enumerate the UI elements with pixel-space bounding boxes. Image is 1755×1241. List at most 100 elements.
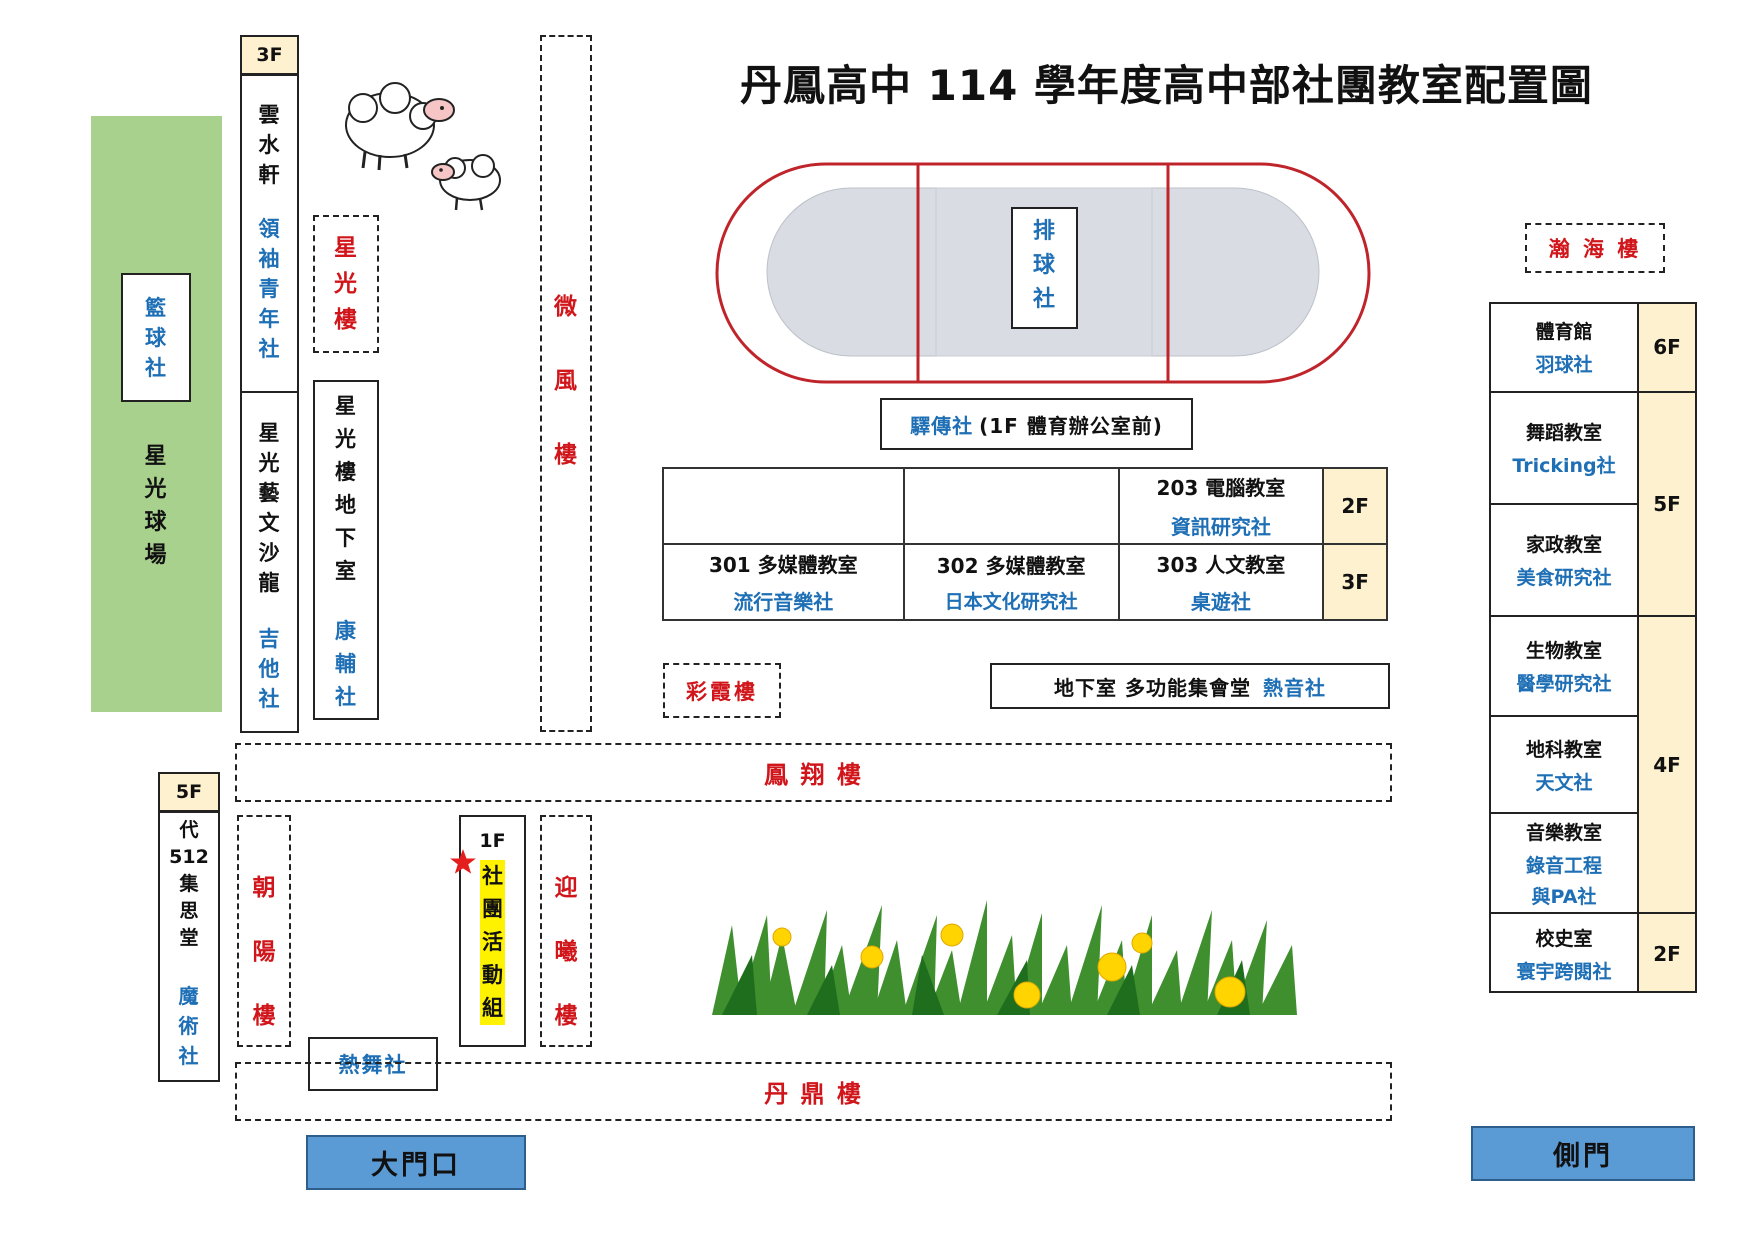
pop-music-club-label: 流行音樂社 xyxy=(733,590,834,614)
dai512-char: 堂 xyxy=(179,927,199,949)
large-sheep-icon xyxy=(345,82,455,171)
yingxi-building-char: 樓 xyxy=(554,1003,578,1029)
dai512-char: 代 xyxy=(179,819,199,841)
room-302-cell: 302 多媒體教室 日本文化研究社 xyxy=(902,543,1120,621)
xingguang-art-salon-char: 藝 xyxy=(258,481,281,505)
volleyball-club-char: 排 xyxy=(1032,219,1056,244)
empty-cell xyxy=(662,467,905,545)
location-star-icon xyxy=(450,849,476,874)
hanhai-room-label: 地科教室 xyxy=(1525,738,1602,761)
board-game-club-label: 桌遊社 xyxy=(1190,590,1251,614)
leadership-youth-club-char: 社 xyxy=(258,337,281,361)
volleyball-club-char: 社 xyxy=(1032,287,1056,312)
xingguang-basement-label: 星光樓地下室 xyxy=(313,390,379,588)
leadership-youth-club-char: 領 xyxy=(258,217,281,241)
relay-club-label: 驛傳社 xyxy=(910,413,974,438)
xingguang-building xyxy=(313,215,379,353)
activity-office-char: 社 xyxy=(482,864,503,888)
guitar-club-label: 吉他社 xyxy=(240,624,299,714)
hanhai-room-club-label: Tricking社 xyxy=(1512,455,1616,477)
activity-office-char: 動 xyxy=(482,963,503,987)
floor-label-3f-classroom: 3F xyxy=(1322,543,1388,621)
volleyball-club-box xyxy=(1011,207,1078,329)
xingguang-basement-char: 光 xyxy=(335,427,357,451)
hanhai-floor-column xyxy=(1637,302,1697,993)
xingguang-building-label: 星光樓 xyxy=(313,230,379,338)
hanhai-building: 瀚 海 樓 xyxy=(1525,223,1665,273)
room-303-cell: 303 人文教室 桌遊社 xyxy=(1117,543,1325,621)
kangfu-club-char: 社 xyxy=(335,685,357,709)
leadership-youth-club-char: 青 xyxy=(258,277,281,301)
japanese-culture-club-label: 日本文化研究社 xyxy=(944,591,1078,613)
floor-label-2f-classroom: 2F xyxy=(1322,467,1388,545)
hanhai-room-cell: 生物教室醫學研究社 xyxy=(1489,615,1639,715)
xingguang-art-salon-char: 龍 xyxy=(258,571,281,595)
chaoyang-building-char: 陽 xyxy=(252,939,276,965)
small-sheep-icon xyxy=(431,154,501,211)
empty-cell xyxy=(902,467,1120,545)
ball-field-char: 場 xyxy=(144,543,168,568)
room-301-label: 301 多媒體教室 xyxy=(708,553,858,577)
hot-dance-club-box: 熱舞社 xyxy=(308,1037,438,1091)
hanhai-room-cell: 音樂教室錄音工程與PA社 xyxy=(1489,812,1639,912)
hanhai-room-label: 家政教室 xyxy=(1525,534,1602,556)
relay-club-box: 驛傳社 (1F 體育辦公室前) xyxy=(880,398,1193,450)
page-title: 丹鳳高中 114 學年度高中部社團教室配置圖 xyxy=(740,61,1593,110)
activity-office-floor-label: 1F xyxy=(479,830,506,852)
magic-club-char: 社 xyxy=(178,1044,200,1068)
leadership-youth-club-char: 袖 xyxy=(258,247,281,271)
activity-office-label: 社團活動組 xyxy=(480,860,505,1025)
room-303-label: 303 人文教室 xyxy=(1156,553,1286,577)
caixia-building: 彩霞樓 xyxy=(663,663,781,718)
hanhai-room-club-label: 羽球社 xyxy=(1535,353,1593,376)
xingguang-basement-char: 星 xyxy=(335,394,357,418)
main-gate: 大門口 xyxy=(306,1135,526,1190)
hanhai-room-cell: 地科教室天文社 xyxy=(1489,715,1639,812)
info-research-club-label: 資訊研究社 xyxy=(1170,515,1271,539)
dai512-box xyxy=(158,811,220,1082)
basement-hall-label: 地下室 多功能集會堂 xyxy=(1054,675,1251,700)
ball-field-char: 星 xyxy=(144,444,168,469)
kangfu-club-char: 輔 xyxy=(335,652,357,676)
volleyball-club-char: 球 xyxy=(1032,253,1056,278)
yunshuixuan-char: 雲 xyxy=(258,103,281,127)
xingguang-building-char: 樓 xyxy=(334,307,358,333)
room-203-label: 203 電腦教室 xyxy=(1156,476,1286,500)
leadership-youth-club-label: 領袖青年社 xyxy=(240,214,299,364)
guitar-club-char: 吉 xyxy=(258,627,281,651)
activity-office-char: 活 xyxy=(482,930,503,954)
leadership-youth-club-char: 年 xyxy=(258,307,281,331)
hot-music-club-label: 熱音社 xyxy=(1262,675,1326,700)
kangfu-club-label: 康輔社 xyxy=(313,615,379,714)
dai512-char: 思 xyxy=(179,900,199,922)
hanhai-room-club-label: 美食研究社 xyxy=(1516,567,1612,589)
yunshuixuan-char: 水 xyxy=(258,133,281,157)
magic-club-char: 術 xyxy=(178,1014,200,1038)
chaoyang-building-char: 朝 xyxy=(252,875,276,901)
xingguang-art-salon-char: 文 xyxy=(258,511,281,535)
xingguang-basement-box xyxy=(313,380,379,720)
room-203-cell: 203 電腦教室 資訊研究社 xyxy=(1117,467,1325,545)
dai512-char: 512 xyxy=(169,846,209,868)
basketball-club-char: 籃 xyxy=(145,295,167,320)
classroom-table: 203 電腦教室 資訊研究社 2F 301 多媒體教室 流行音樂社 302 多媒… xyxy=(662,467,1388,621)
weifeng-building-label: 微風樓 xyxy=(540,270,592,492)
yunshuixuan-char: 軒 xyxy=(258,163,281,187)
volleyball-club-label: 排球社 xyxy=(1011,215,1078,317)
hanhai-room-cell: 家政教室美食研究社 xyxy=(1489,503,1639,615)
yingxi-building-char: 曦 xyxy=(554,939,578,965)
ball-field-char: 球 xyxy=(144,510,168,535)
hanhai-room-cell: 校史室寰宇跨閱社 xyxy=(1489,912,1639,993)
chaoyang-building-char: 樓 xyxy=(252,1003,276,1029)
activity-office-char: 組 xyxy=(482,996,503,1020)
xingguang-art-salon-char: 星 xyxy=(258,421,281,445)
hanhai-room-label: 校史室 xyxy=(1535,927,1593,950)
weifeng-building-char: 樓 xyxy=(554,442,578,468)
xingguang-art-salon-label: 星光藝文沙龍 xyxy=(240,418,299,598)
hanhai-floor-label-5f: 5F xyxy=(1637,391,1697,615)
hanhai-room-club-label: 天文社 xyxy=(1535,771,1593,794)
ball-field-char: 光 xyxy=(144,477,168,502)
magic-club-char: 魔 xyxy=(178,984,200,1008)
